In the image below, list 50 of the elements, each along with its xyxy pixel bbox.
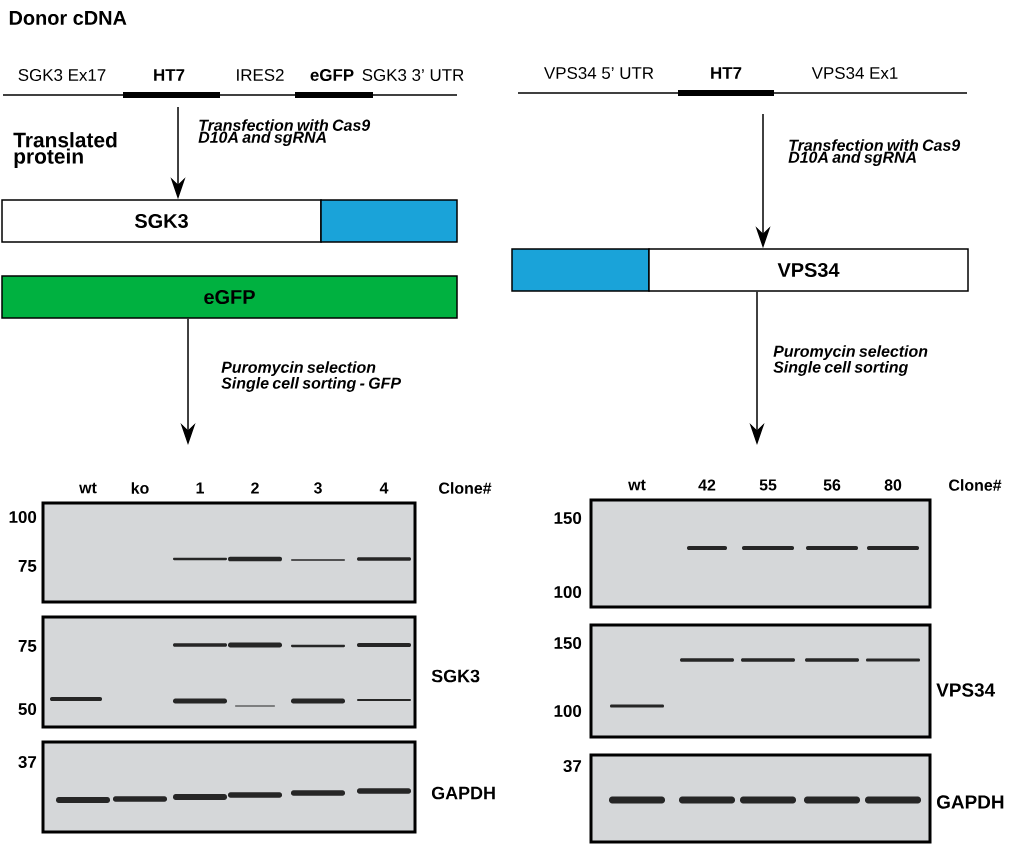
blot-label: VPS34 — [936, 683, 995, 697]
lane-label: wt — [628, 479, 646, 491]
segment-label: VPS34 5’ UTR — [544, 67, 654, 79]
title: Donor cDNA — [9, 11, 127, 25]
protein-box: SGK3 — [1, 199, 322, 243]
lane-label: 80 — [884, 479, 902, 491]
western-blot — [41, 501, 417, 604]
marker-label: 150 — [554, 637, 582, 649]
lane-label: 55 — [759, 479, 777, 491]
lane-label: 2 — [251, 482, 259, 494]
segment-label: VPS34 Ex1 — [811, 67, 898, 79]
segment-label: SGK3 3’ UTR — [362, 69, 464, 81]
blot-label: SGK3 — [431, 669, 480, 683]
lane-label: 4 — [379, 482, 389, 494]
marker-label: 37 — [563, 760, 582, 772]
marker-label: 50 — [18, 703, 37, 715]
western-blot — [589, 498, 932, 609]
blot-label: GAPDH — [937, 795, 1004, 809]
segment-label: HT7 — [154, 69, 185, 81]
western-blot — [41, 615, 417, 729]
marker-label: 75 — [18, 560, 37, 572]
segment-label: HT7 — [711, 67, 742, 79]
western-blot — [589, 753, 932, 844]
tag-box — [511, 248, 650, 292]
segment-label: SGK3 Ex17 — [18, 69, 106, 81]
segment-label: eGFP — [310, 69, 354, 81]
blot-label: GAPDH — [431, 786, 495, 800]
edge-label: Transfection with Cas9 D10A and sgRNA — [198, 119, 371, 146]
marker-label: 75 — [18, 640, 37, 652]
tag-box — [320, 199, 458, 243]
lane-label: Clone# — [439, 482, 492, 494]
lane-label: 1 — [196, 482, 204, 494]
section-heading: Translated protein — [13, 132, 117, 168]
western-blot — [589, 623, 932, 739]
lane-label: 42 — [698, 479, 716, 491]
western-blot — [41, 740, 417, 834]
marker-label: 100 — [554, 705, 582, 717]
lane-label: Clone# — [949, 479, 1002, 491]
lane-label: wt — [79, 482, 97, 494]
lane-label: 56 — [823, 479, 841, 491]
edge-label: Transfection with Cas9 D10A and sgRNA — [788, 139, 961, 166]
lane-label: ko — [131, 482, 149, 494]
segment-label: IRES2 — [237, 69, 284, 81]
marker-label: 100 — [554, 586, 582, 598]
protein-box: eGFP — [1, 275, 458, 319]
edge-label: Puromycin selection Single cell sorting — [773, 345, 928, 376]
edge-label: Puromycin selection Single cell sorting - GFP — [221, 361, 402, 392]
lane-label: 3 — [313, 482, 322, 494]
marker-label: 37 — [18, 756, 37, 768]
protein-box: VPS34 — [648, 248, 969, 292]
